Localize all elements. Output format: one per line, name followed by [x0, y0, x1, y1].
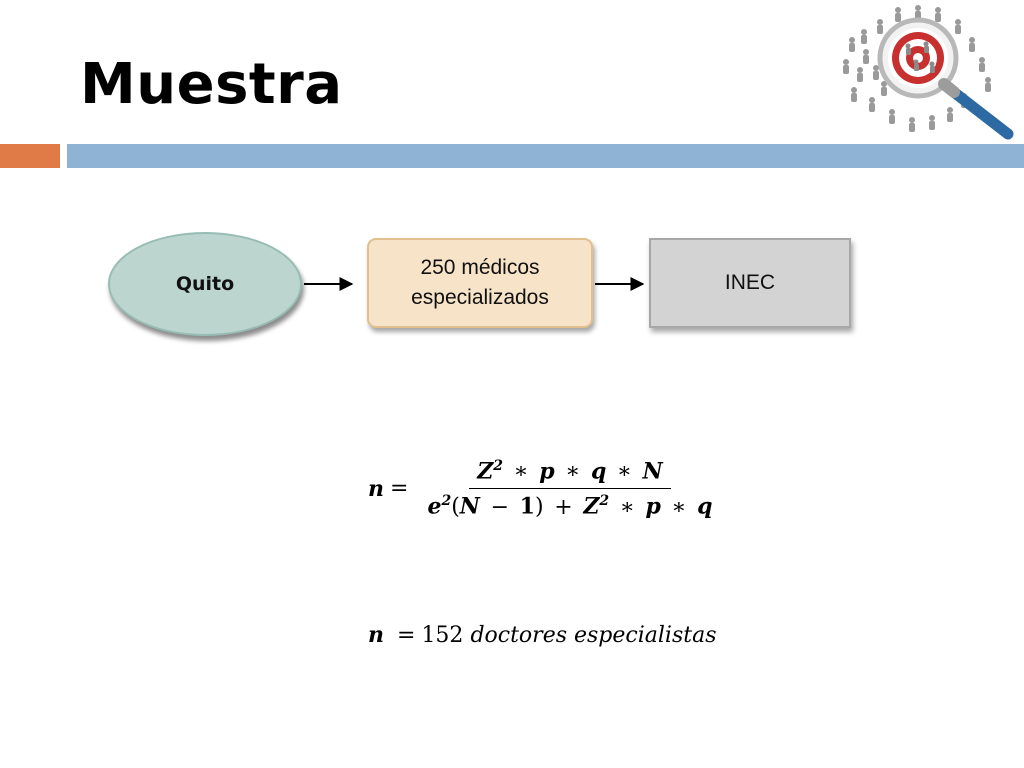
flow-node-inec: INEC — [649, 238, 851, 328]
sample-size-formula: n = Z2 ∗ p ∗ q ∗ N e2(N − 1) + Z2 ∗ p ∗ … — [368, 458, 721, 520]
header-accent-bar — [0, 144, 60, 168]
slide-title: Muestra — [80, 52, 343, 117]
flow-node-medicos: 250 médicos especializados — [367, 238, 593, 328]
sample-size-result: n =152 doctores especialistas — [368, 622, 717, 648]
formula-numerator: Z2 ∗ p ∗ q ∗ N — [469, 458, 671, 490]
result-unit: doctores especialistas — [470, 623, 717, 648]
flow-node-quito-label: Quito — [175, 273, 235, 295]
formula-denominator: e2(N − 1) + Z2 ∗ p ∗ q — [427, 493, 713, 520]
flow-node-medicos-line1: 250 médicos — [420, 256, 540, 279]
flow-node-quito: Quito — [108, 232, 302, 336]
formula-equals: = — [390, 476, 409, 502]
flow-node-inec-label: INEC — [724, 271, 776, 294]
formula-fraction: Z2 ∗ p ∗ q ∗ N e2(N − 1) + Z2 ∗ p ∗ q — [419, 458, 720, 520]
header-rule-bar — [67, 144, 1024, 168]
result-value: 152 — [421, 623, 464, 648]
flow-node-medicos-line2: especializados — [411, 286, 549, 309]
formula-lhs: n — [368, 475, 384, 502]
result-lhs: n — [368, 622, 384, 648]
result-equals: = — [397, 623, 416, 648]
people-magnifier-target-icon — [843, 5, 1014, 140]
